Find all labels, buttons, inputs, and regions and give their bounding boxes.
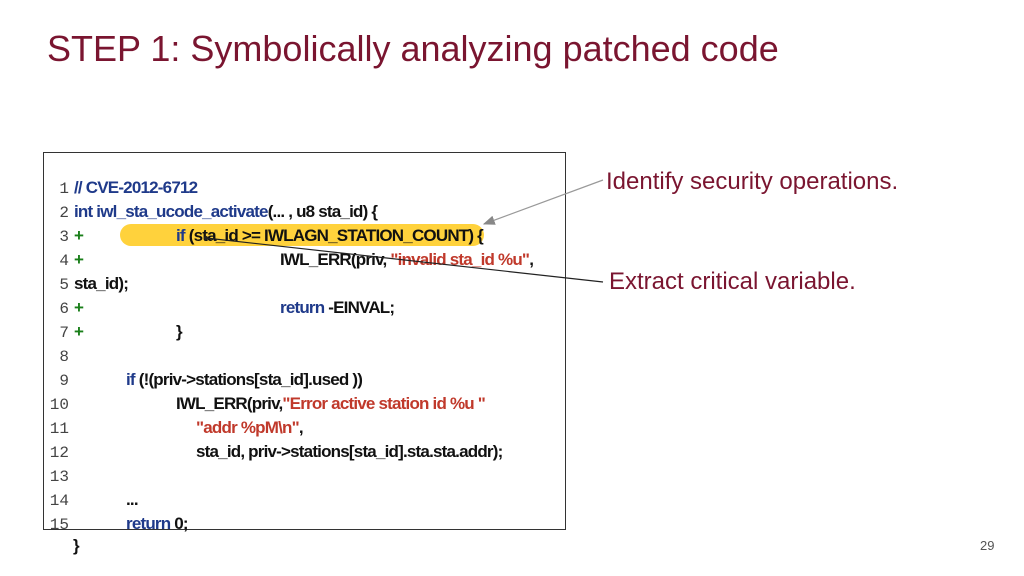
line-number: 7 <box>59 324 69 342</box>
line-number: 3 <box>59 228 69 246</box>
closing-brace: } <box>73 536 80 555</box>
page-number: 29 <box>980 538 995 553</box>
line-number: 8 <box>59 348 69 366</box>
line-number: 1 <box>59 180 69 198</box>
added-line-marker: + <box>74 322 84 341</box>
added-line-marker: + <box>74 298 84 317</box>
added-line-marker: + <box>74 226 84 245</box>
code-text: -EINVAL; <box>324 298 395 317</box>
code-keyword: int <box>74 202 93 221</box>
code-keyword: if <box>126 370 136 389</box>
code-text: (sta_id >= IWLAGN_STATION_COUNT) { <box>184 226 484 245</box>
code-keyword: if <box>176 226 186 245</box>
code-string: "Error active station id %u " <box>282 394 486 413</box>
line-number: 9 <box>59 372 69 390</box>
code-text: sta_id); <box>74 274 129 293</box>
code-text: 0; <box>170 514 188 533</box>
code-string: "invalid sta_id %u" <box>390 250 530 269</box>
code-text: } <box>176 322 183 341</box>
line-number: 4 <box>59 252 69 270</box>
security-operation-highlight <box>120 224 484 246</box>
code-text: , <box>529 250 534 269</box>
code-text: IWL_ERR(priv, <box>176 394 283 413</box>
annotation-extract: Extract critical variable. <box>609 268 856 295</box>
line-number: 10 <box>49 396 69 414</box>
code-text: , <box>298 418 304 437</box>
slide-title: STEP 1: Symbolically analyzing patched c… <box>47 28 779 69</box>
line-number: 15 <box>49 516 69 534</box>
line-number: 5 <box>59 276 69 294</box>
line-number: 14 <box>49 492 69 510</box>
line-number: 11 <box>49 420 69 438</box>
code-string: "addr %pM\n" <box>196 418 300 437</box>
code-keyword: return <box>280 298 325 317</box>
function-name: iwl_sta_ucode_activate <box>92 202 268 221</box>
code-text: (!(priv->stations[sta_id].used )) <box>134 370 363 389</box>
extract-arrow-origin <box>204 236 208 240</box>
identify-arrow <box>482 179 604 225</box>
line-number: 13 <box>49 468 69 486</box>
line-number: 12 <box>49 444 69 462</box>
code-text: (... , u8 sta_id) { <box>267 202 378 221</box>
line-number: 2 <box>59 204 69 222</box>
extract-arrow <box>205 237 604 283</box>
code-ellipsis: ... <box>126 490 139 509</box>
code-keyword: return <box>126 514 171 533</box>
code-text: sta_id, priv->stations[sta_id].sta.sta.a… <box>196 442 503 461</box>
annotation-identify: Identify security operations. <box>606 168 899 195</box>
added-line-marker: + <box>74 250 84 269</box>
line-number: 6 <box>59 300 69 318</box>
code-comment: // CVE-2012-6712 <box>74 178 198 197</box>
